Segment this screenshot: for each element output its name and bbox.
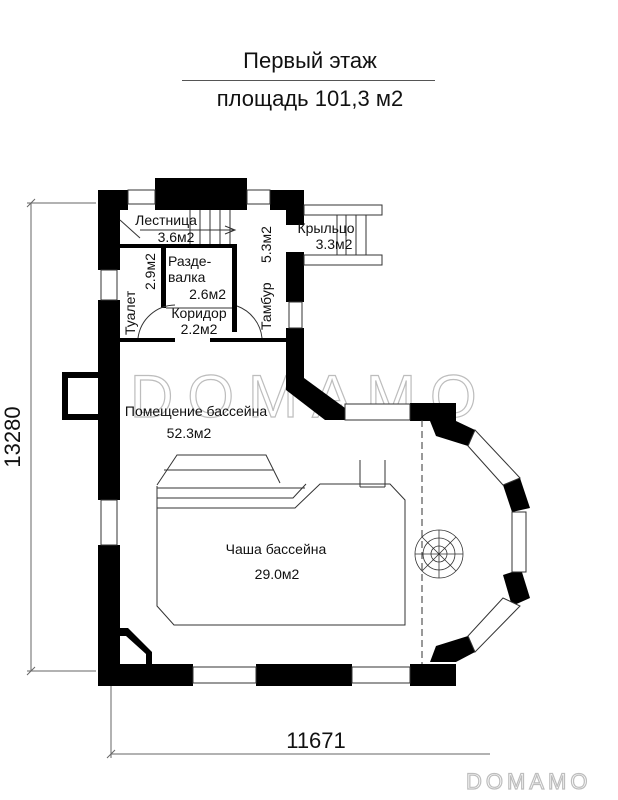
room-corridor-area: 2.2м2 [181, 321, 218, 337]
room-pool-bowl-name: Чаша бассейна [226, 541, 327, 557]
dimension-height-label: 13280 [0, 406, 25, 467]
room-vestibule-area: 5.3м2 [258, 226, 274, 263]
dimension-width-label: 11671 [286, 728, 346, 753]
plan-area: площадь 101,3 м2 [216, 86, 404, 111]
room-pool-room-name: Помещение бассейна [125, 403, 267, 419]
interior-stairs [119, 210, 237, 244]
room-stairs-area: 3.6м2 [158, 229, 195, 245]
room-porch-area: 3.3м2 [316, 236, 353, 252]
room-changing-name-1: Разде- [168, 253, 212, 269]
room-vestibule-name: Тамбур [258, 282, 274, 330]
watermark-corner: DOMAMO [466, 769, 591, 794]
room-changing-name-2: валка [168, 269, 206, 285]
porch-stairs [303, 204, 383, 266]
walls [62, 178, 530, 686]
dimension-height [26, 198, 96, 676]
room-toilet-name: Туалет [122, 290, 138, 335]
room-changing-area: 2.6м2 [189, 286, 226, 302]
door-swings [137, 304, 263, 339]
plan-title: Первый этаж [243, 48, 377, 73]
spiral-stair [414, 529, 464, 579]
room-toilet-area: 2.9м2 [142, 253, 158, 290]
dimension-width [106, 685, 490, 759]
room-stairs-name: Лестница [135, 212, 197, 228]
room-corridor-name: Коридор [171, 305, 227, 321]
room-pool-bowl-area: 29.0м2 [255, 566, 300, 582]
room-pool-room-area: 52.3м2 [167, 425, 212, 441]
room-porch-name: Крыльцо [297, 220, 354, 236]
title-divider [182, 80, 435, 81]
pool-bowl-outline [156, 420, 423, 664]
windows [100, 189, 527, 684]
